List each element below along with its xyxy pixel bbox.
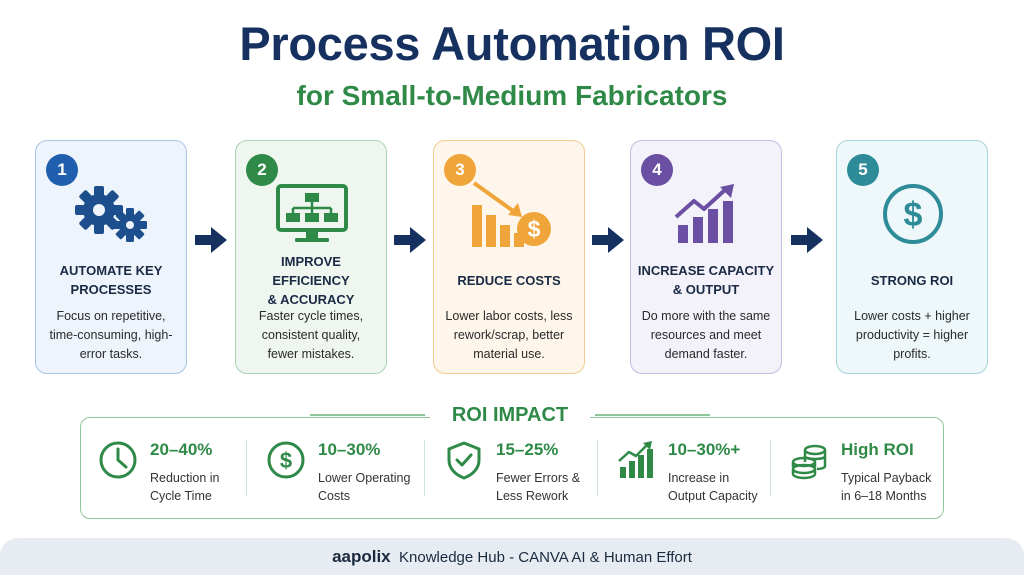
svg-text:$: $ bbox=[280, 448, 292, 473]
page-subtitle: for Small-to-Medium Fabricators bbox=[296, 80, 728, 111]
brand-name: aapolix bbox=[332, 547, 391, 566]
stat-divider bbox=[246, 440, 247, 496]
step-description: Focus on repetitive, time-consuming, hig… bbox=[49, 309, 173, 361]
step-number-badge: 2 bbox=[246, 154, 278, 186]
dollar-circle-icon: $ bbox=[267, 441, 305, 479]
step-description: Lower costs + higher productivity = high… bbox=[854, 309, 970, 361]
impact-stat-errors: 15–25% Fewer Errors &Less Rework bbox=[444, 432, 594, 504]
step-card-1: 1 bbox=[35, 140, 187, 374]
declining-bars-dollar-icon: $ bbox=[434, 179, 586, 249]
arrow-right-icon bbox=[195, 227, 227, 253]
roi-impact-title: ROI IMPACT bbox=[430, 404, 590, 427]
step-description: Do more with the same resources and meet… bbox=[641, 309, 771, 361]
gears-icon bbox=[36, 179, 188, 249]
page-title: Process Automation ROI bbox=[239, 17, 785, 70]
step-card-5: 5 $ STRONG ROI Lower costs + higher prod… bbox=[836, 140, 988, 374]
step-number-badge: 1 bbox=[46, 154, 78, 186]
title-rule-left bbox=[310, 414, 425, 416]
rising-bars-icon bbox=[631, 179, 783, 249]
stat-divider bbox=[770, 440, 771, 496]
growth-chart-icon bbox=[618, 441, 653, 478]
footer-bar: aapolix Knowledge Hub - CANVA AI & Human… bbox=[0, 538, 1024, 575]
step-description: Faster cycle times, consistent quality, … bbox=[258, 309, 364, 361]
monitor-flowchart-icon bbox=[236, 179, 388, 249]
stat-value: 20–40% bbox=[150, 440, 213, 459]
stat-divider bbox=[597, 440, 598, 496]
shield-check-icon bbox=[447, 441, 481, 480]
step-title: STRONG ROI bbox=[870, 272, 954, 288]
title-rule-right bbox=[595, 414, 710, 416]
arrow-right-icon bbox=[791, 227, 823, 253]
step-card-2: 2 IMPROVE EFFICIENCY& ACCURACY Faster cy… bbox=[235, 140, 387, 374]
step-number-badge: 5 bbox=[847, 154, 879, 186]
step-title: IMPROVE EFFICIENCY& ACCURACY bbox=[267, 253, 355, 307]
clock-icon bbox=[99, 441, 137, 479]
step-number-badge: 4 bbox=[641, 154, 673, 186]
stat-value: High ROI bbox=[841, 440, 914, 459]
stat-value: 10–30%+ bbox=[668, 440, 741, 459]
roi-impact-panel bbox=[80, 417, 944, 519]
stat-divider bbox=[424, 440, 425, 496]
stat-value: 10–30% bbox=[318, 440, 381, 459]
dollar-circle-icon: $ bbox=[837, 179, 989, 249]
step-card-3: 3 $ REDUCE COSTS Lower labor costs, less… bbox=[433, 140, 585, 374]
stat-value: 15–25% bbox=[496, 440, 559, 459]
coin-stack-icon bbox=[791, 444, 827, 480]
arrow-right-icon bbox=[592, 227, 624, 253]
step-number-badge: 3 bbox=[444, 154, 476, 186]
step-description: Lower labor costs, less rework/scrap, be… bbox=[445, 309, 573, 361]
footer-text: Knowledge Hub - CANVA AI & Human Effort bbox=[399, 549, 692, 566]
svg-text:$: $ bbox=[528, 216, 541, 242]
svg-text:$: $ bbox=[904, 196, 923, 234]
step-title: INCREASE CAPACITY& OUTPUT bbox=[637, 263, 775, 297]
arrow-right-icon bbox=[394, 227, 426, 253]
step-card-4: 4 INCREASE CAPACITY& OUTPUT Do more with… bbox=[630, 140, 782, 374]
stat-description: Fewer Errors &Less Rework bbox=[496, 471, 581, 503]
step-title: REDUCE COSTS bbox=[457, 272, 561, 288]
